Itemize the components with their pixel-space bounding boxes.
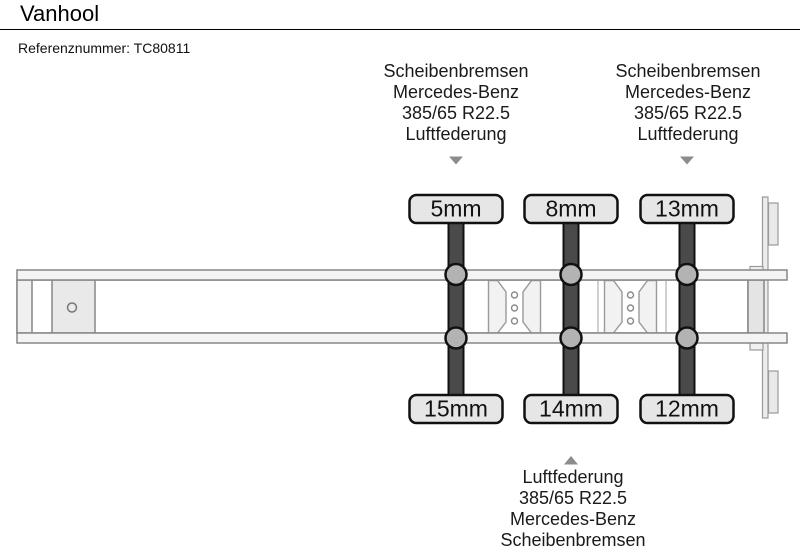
kingpin bbox=[66, 302, 78, 313]
annotation-line: Luftfederung bbox=[522, 467, 624, 487]
bracket-hole bbox=[510, 317, 519, 325]
tread-box-top bbox=[408, 193, 504, 225]
annotation-line: Mercedes-Benz bbox=[392, 82, 520, 102]
reference-number: Referenznummer: TC80811 bbox=[18, 40, 191, 56]
front-end-cap bbox=[16, 279, 33, 334]
bracket-hole bbox=[626, 291, 635, 299]
axle-bar bbox=[678, 221, 696, 399]
annotation-axle-2: Luftfederung 385/65 R22.5 Mercedes-Benz … bbox=[500, 467, 645, 551]
annotation-line: Scheibenbremsen bbox=[615, 61, 761, 81]
pointer-down-axle-1-icon bbox=[449, 156, 463, 165]
annotation-line: 385/65 R22.5 bbox=[518, 488, 628, 508]
tread-value-bottom: 14mm bbox=[539, 396, 603, 422]
axle-group-3: 13mm 12mm bbox=[639, 193, 735, 425]
tread-box-bottom bbox=[408, 393, 504, 425]
pointer-up-axle-2-icon bbox=[564, 456, 578, 465]
axle-hub-top bbox=[559, 262, 583, 287]
bracket-hole bbox=[626, 317, 635, 325]
tread-value-bottom: 15mm bbox=[424, 396, 488, 422]
header-divider bbox=[0, 29, 800, 30]
tread-value-bottom: 12mm bbox=[655, 396, 719, 422]
tread-value-top: 13mm bbox=[655, 196, 719, 222]
tread-box-top bbox=[639, 193, 735, 225]
annotation-line: 385/65 R22.5 bbox=[401, 103, 511, 123]
bottom-rail bbox=[16, 332, 788, 344]
annotation-axle-3: Scheibenbremsen Mercedes-Benz 385/65 R22… bbox=[615, 61, 760, 145]
bracket-right-channel bbox=[638, 279, 658, 334]
tread-value-top: 5mm bbox=[430, 196, 481, 222]
axle-group-2: 8mm 14mm bbox=[523, 193, 619, 425]
page-title: Vanhool bbox=[20, 1, 100, 26]
tread-box-top bbox=[523, 193, 619, 225]
top-rail bbox=[16, 269, 788, 281]
annotation-line: Luftfederung bbox=[405, 124, 507, 144]
tread-box-bottom bbox=[639, 393, 735, 425]
axle-hub-bottom bbox=[559, 326, 583, 350]
chassis-body bbox=[16, 279, 749, 334]
axle-hub-top bbox=[675, 262, 699, 287]
axle-group-1: 5mm 15mm bbox=[408, 193, 504, 425]
rear-crossmember bbox=[747, 279, 765, 334]
annotation-line: Scheibenbremsen bbox=[383, 61, 529, 81]
pointer-down-axle-3-icon bbox=[680, 156, 694, 165]
annotation-line: Mercedes-Benz bbox=[509, 509, 637, 529]
rear-marker-top bbox=[767, 202, 779, 246]
annotation-line: 385/65 R22.5 bbox=[633, 103, 743, 123]
axle-bar bbox=[447, 221, 465, 399]
annotation-line: Mercedes-Benz bbox=[624, 82, 752, 102]
rear-marker-bottom bbox=[767, 370, 779, 414]
axle-hub-top bbox=[444, 262, 468, 287]
annotation-line: Scheibenbremsen bbox=[500, 530, 646, 550]
axle-bar bbox=[562, 221, 580, 399]
tread-box-bottom bbox=[523, 393, 619, 425]
bracket-hole bbox=[510, 291, 519, 299]
bracket-left-channel bbox=[487, 279, 507, 334]
axle-hub-bottom bbox=[444, 326, 468, 350]
bracket-right-channel bbox=[522, 279, 542, 334]
annotation-line: Luftfederung bbox=[637, 124, 739, 144]
tread-value-top: 8mm bbox=[545, 196, 596, 222]
bracket-hole bbox=[626, 304, 635, 312]
annotation-axle-1: Scheibenbremsen Mercedes-Benz 385/65 R22… bbox=[383, 61, 528, 145]
axle-hub-bottom bbox=[675, 326, 699, 350]
bracket-hole bbox=[510, 304, 519, 312]
bracket-left-channel bbox=[603, 279, 623, 334]
trailer-diagram: 5mm 15mm 8mm 14mm 13mm 12mm bbox=[16, 156, 788, 465]
suspension-bracket-2 bbox=[603, 279, 658, 334]
